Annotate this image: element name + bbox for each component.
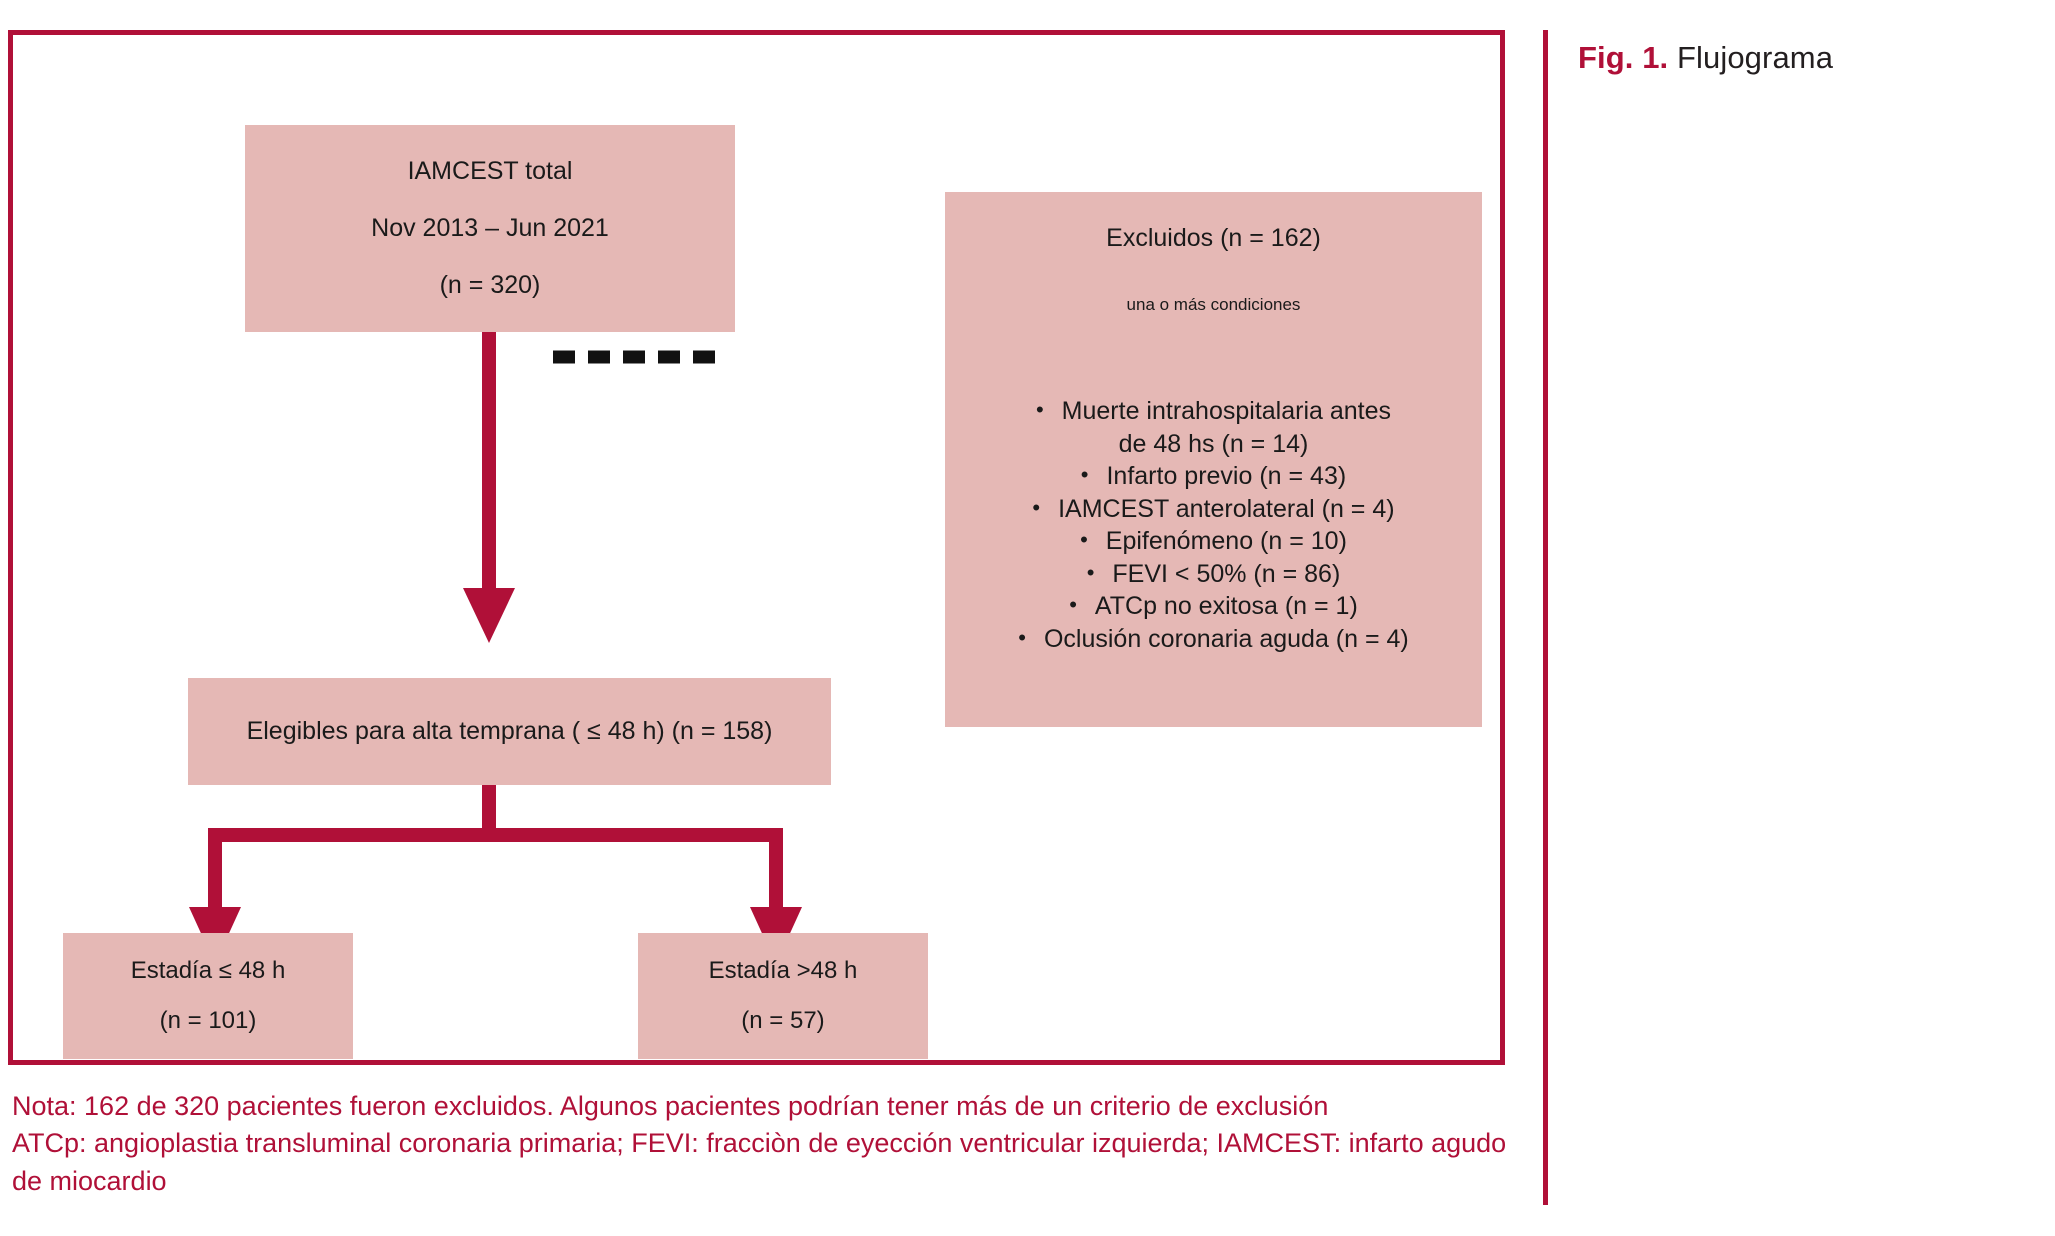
excluded-criteria-list: • Muerte intrahospitalaria antes de 48 hs… — [945, 395, 1482, 655]
list-item: • Epifenómeno (n = 10) — [945, 525, 1482, 558]
box-stay-short-line-1: Estadía ≤ 48 h — [130, 957, 286, 984]
excluded-subtitle: una o más condiciones — [1126, 295, 1301, 314]
bullet-icon: • — [1069, 592, 1077, 618]
caption-divider — [1543, 30, 1548, 1205]
bullet-icon: • — [1086, 559, 1095, 585]
bullet-icon: • — [1080, 462, 1089, 488]
box-iamcest-total: IAMCEST total Nov 2013 – Jun 2021 (n = 3… — [245, 125, 735, 332]
list-item-text: Oclusión coronaria aguda (n = 4) — [1043, 624, 1409, 653]
list-item: • Muerte intrahospitalaria antes de 48 hs… — [945, 395, 1482, 460]
box-stay-long-line-2: (n = 57) — [741, 1007, 825, 1034]
box-stay-short-line-2: (n = 101) — [159, 1007, 257, 1034]
list-item: • ATCp no exitosa (n = 1) — [945, 590, 1482, 623]
list-item-text-cont: de 48 hs (n = 14) — [1118, 429, 1309, 458]
list-item-text: ATCp no exitosa (n = 1) — [1094, 592, 1358, 620]
box-stay-long-line-1: Estadía >48 h — [708, 957, 858, 984]
box-elegibles-alta-temprana: Elegibles para alta temprana ( ≤ 48 h) (… — [188, 678, 831, 785]
list-item-text: Epifenómeno (n = 10) — [1105, 527, 1347, 555]
list-item: • FEVI < 50% (n = 86) — [945, 558, 1482, 591]
figure-note-line-1: Nota: 162 de 320 pacientes fueron exclui… — [12, 1091, 1329, 1121]
list-item: • Oclusión coronaria aguda (n = 4) — [945, 623, 1482, 656]
box-estadia-prolongada: Estadía >48 h (n = 57) — [638, 933, 928, 1059]
figure-label: Fig. 1. — [1578, 40, 1669, 75]
bullet-icon: • — [1018, 624, 1026, 650]
bullet-icon: • — [1032, 494, 1041, 520]
box-eligible-line-1: Elegibles para alta temprana ( ≤ 48 h) (… — [246, 717, 773, 745]
figure-title: Flujograma — [1676, 40, 1834, 75]
list-item-text: Muerte intrahospitalaria antes — [1061, 397, 1392, 425]
figure-note: Nota: 162 de 320 pacientes fueron exclui… — [12, 1088, 1532, 1200]
figure-note-line-2: ATCp: angioplastia transluminal coronari… — [12, 1128, 1507, 1196]
bullet-icon: • — [1080, 527, 1088, 553]
list-item-text: IAMCEST anterolateral (n = 4) — [1058, 494, 1395, 523]
list-item-text: Infarto previo (n = 43) — [1106, 462, 1347, 490]
box-total-line-2: Nov 2013 – Jun 2021 — [371, 214, 609, 242]
figure-caption: Fig. 1. Flujograma — [1578, 40, 1833, 76]
bullet-icon: • — [1035, 397, 1044, 423]
box-total-line-1: IAMCEST total — [407, 157, 573, 185]
list-item-text: FEVI < 50% (n = 86) — [1112, 559, 1341, 588]
flowchart-frame: IAMCEST total Nov 2013 – Jun 2021 (n = 3… — [8, 30, 1505, 1065]
list-item: • IAMCEST anterolateral (n = 4) — [945, 493, 1482, 526]
excluded-title: Excluidos (n = 162) — [1106, 224, 1321, 252]
list-item: • Infarto previo (n = 43) — [945, 460, 1482, 493]
box-estadia-corta: Estadía ≤ 48 h (n = 101) — [63, 933, 353, 1059]
box-excluidos: Excluidos (n = 162) una o más condicione… — [945, 192, 1482, 727]
box-total-line-3: (n = 320) — [439, 271, 541, 299]
